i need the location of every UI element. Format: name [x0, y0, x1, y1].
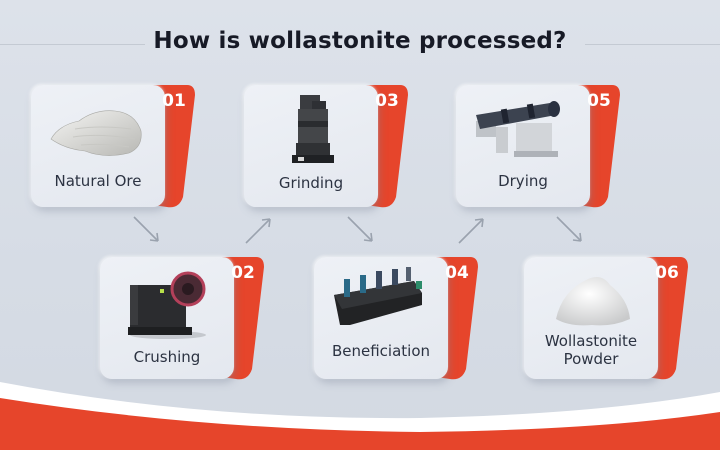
- step-card-grinding: 03 Grinding: [244, 85, 410, 209]
- arrow-down-right-icon: [133, 216, 159, 242]
- step-label-line2: Powder: [563, 350, 619, 368]
- decorative-wave: [0, 382, 720, 450]
- step-label: Grinding: [278, 174, 344, 192]
- title-divider-right: [585, 44, 720, 45]
- ore-rock-icon: [50, 110, 142, 156]
- powder-pile-icon: [556, 277, 630, 326]
- step-card-crushing: 02 Crushing: [100, 257, 266, 381]
- step-label: Drying: [498, 172, 548, 190]
- arrow-down-right-icon: [556, 216, 582, 242]
- step-number: 01: [162, 91, 186, 111]
- step-number: 03: [375, 91, 399, 111]
- grinding-mill-icon: [292, 95, 334, 163]
- step-label: Beneficiation: [331, 342, 431, 360]
- title-divider-left: [0, 44, 145, 45]
- step-label: Crushing: [133, 348, 201, 366]
- step-label: Natural Ore: [54, 172, 142, 190]
- arrow-up-right-icon: [245, 218, 271, 244]
- step-label-line1: Wollastonite: [544, 332, 638, 350]
- step-number: 06: [655, 263, 679, 283]
- title-area: How is wollastonite processed?: [0, 22, 720, 62]
- step-card-natural-ore: 01 Natural Ore: [31, 85, 197, 209]
- step-card-beneficiation: 04 Beneficiation: [314, 257, 480, 381]
- flotation-machine-icon: [334, 267, 422, 325]
- step-number: 05: [587, 91, 611, 111]
- page-title: How is wollastonite processed?: [153, 28, 567, 54]
- jaw-crusher-icon: [128, 271, 206, 339]
- step-number: 02: [231, 263, 255, 283]
- arrow-up-right-icon: [458, 218, 484, 244]
- arrow-down-right-icon: [347, 216, 373, 242]
- step-card-drying: 05 Drying: [456, 85, 622, 209]
- rotary-dryer-icon: [476, 101, 560, 157]
- step-number: 04: [445, 263, 469, 283]
- step-card-wollastonite-powder: 06 Wollastonite Powder: [524, 257, 690, 381]
